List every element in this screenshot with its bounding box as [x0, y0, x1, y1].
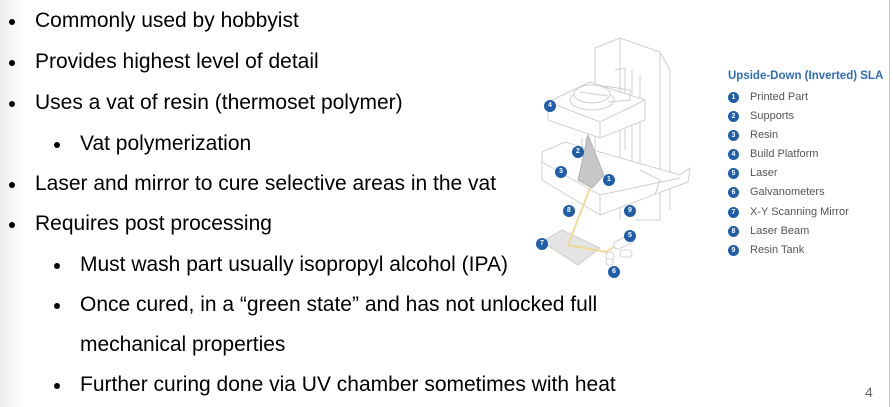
printer-illustration-icon: [541, 37, 691, 266]
diagram-marker-8: 8: [563, 205, 575, 217]
diagram-marker-5: 5: [624, 230, 636, 242]
bullet-item-sub: Must wash part usually isopropyl alcohol…: [54, 253, 508, 277]
bullet-dot-icon: [54, 142, 60, 148]
diagram-marker-2: 2: [572, 146, 584, 158]
bullet-dot-icon: [9, 222, 15, 228]
bullet-dot-icon: [9, 101, 15, 107]
number-badge-icon: 9: [728, 245, 739, 256]
diagram-marker-9: 9: [624, 205, 636, 217]
slide-border: [889, 0, 890, 407]
bullet-dot-icon: [9, 60, 15, 66]
bullet-item-sub: Further curing done via UV chamber somet…: [54, 373, 616, 397]
number-badge-icon: 6: [728, 187, 739, 198]
bullet-continuation: mechanical properties: [80, 333, 286, 356]
diagram-marker-7: 7: [536, 238, 548, 250]
bullet-dot-icon: [54, 263, 60, 269]
bullet-dot-icon: [54, 383, 60, 389]
bullet-item: Uses a vat of resin (thermoset polymer): [9, 91, 403, 115]
page-number: 4: [865, 384, 873, 400]
number-badge-icon: 2: [728, 111, 739, 122]
diagram-marker-4: 4: [544, 100, 556, 112]
number-badge-icon: 5: [728, 168, 739, 179]
bullet-item: Commonly used by hobbyist: [9, 9, 299, 33]
bullet-item: Laser and mirror to cure selective areas…: [9, 172, 496, 196]
bullet-item: Provides highest level of detail: [9, 50, 319, 74]
diagram-marker-6: 6: [608, 266, 620, 278]
diagram-marker-1: 1: [603, 174, 615, 186]
window-edge: [890, 0, 893, 407]
bullet-dot-icon: [9, 19, 15, 25]
number-badge-icon: 1: [728, 92, 739, 103]
bullet-item: Requires post processing: [9, 212, 272, 236]
number-badge-icon: 8: [728, 226, 739, 237]
diagram-marker-3: 3: [555, 166, 567, 178]
bullet-dot-icon: [9, 182, 15, 188]
number-badge-icon: 3: [728, 130, 739, 141]
sla-printer-diagram: 4 2 3 1 8 9 5 7 6: [520, 30, 720, 290]
legend-title: Upside-Down (Inverted) SLA: [728, 70, 884, 82]
number-badge-icon: 7: [728, 207, 739, 218]
bullet-item-sub: Once cured, in a “green state” and has n…: [54, 293, 597, 317]
bullet-item-sub: Vat polymerization: [54, 132, 251, 156]
bullet-dot-icon: [54, 303, 60, 309]
number-badge-icon: 4: [728, 149, 739, 160]
